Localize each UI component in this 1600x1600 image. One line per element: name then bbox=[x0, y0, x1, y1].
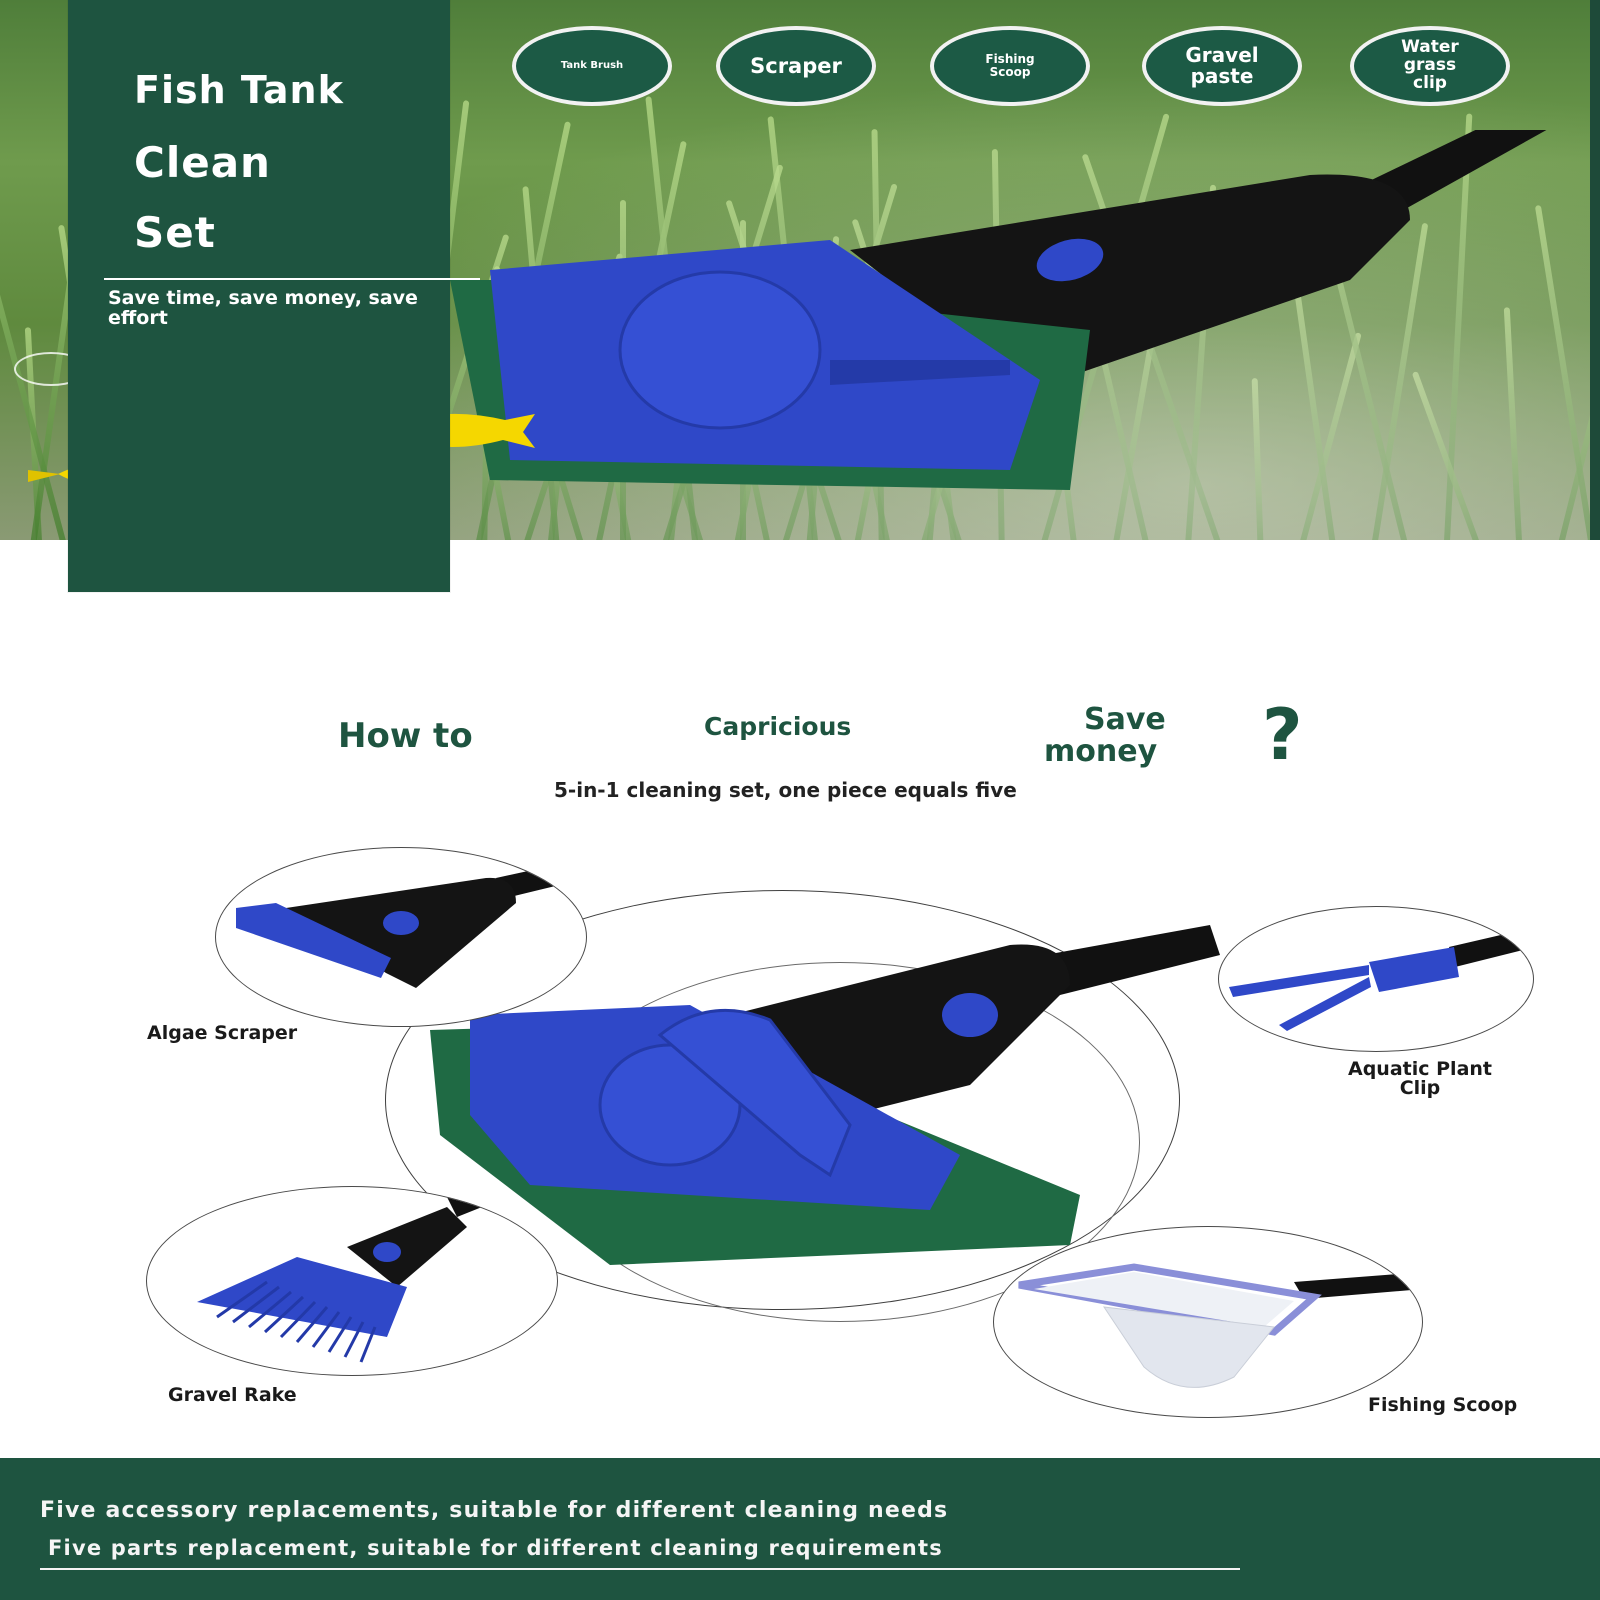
footer-line1: Five accessory replacements, suitable fo… bbox=[40, 1498, 949, 1523]
headline-money: money bbox=[1044, 734, 1158, 769]
badge-scraper: Scraper bbox=[716, 26, 876, 106]
tank-brush-image bbox=[430, 925, 1220, 1265]
rake-tooth bbox=[248, 1290, 292, 1329]
hero-title-line2: Clean bbox=[134, 138, 271, 187]
rake-tooth bbox=[359, 1326, 377, 1363]
algae-scraper-image bbox=[236, 858, 586, 988]
rake-tooth bbox=[263, 1295, 305, 1334]
rake-tooth bbox=[232, 1285, 280, 1324]
rake-tooth bbox=[311, 1311, 341, 1348]
tank-brush-hero-image bbox=[450, 130, 1547, 490]
rake-tooth bbox=[295, 1306, 329, 1343]
footer-line2: Five parts replacement, suitable for dif… bbox=[48, 1536, 943, 1560]
badge-fishing-scoop: Fishing Scoop bbox=[930, 26, 1090, 106]
hero-subtitle: Save time, save money, save effort bbox=[108, 287, 418, 329]
rake-tooth bbox=[279, 1300, 317, 1339]
headline-capricious: Capricious bbox=[704, 712, 852, 741]
hero-title-line1: Fish Tank bbox=[134, 68, 344, 112]
badge-water-grass-clip: Water grass clip bbox=[1350, 26, 1510, 106]
aquatic-plant-clip-label-line1: Aquatic Plant bbox=[1348, 1058, 1492, 1080]
hero-title-line3: Set bbox=[134, 208, 216, 257]
fishing-scoop-image bbox=[1018, 1263, 1422, 1388]
aquatic-plant-clip-label: Aquatic Plant Clip bbox=[1348, 1060, 1492, 1098]
footer-divider bbox=[40, 1568, 1240, 1570]
badge-tank-brush: Tank Brush bbox=[512, 26, 672, 106]
title-panel: Fish Tank Clean Set Save time, save mone… bbox=[68, 0, 480, 592]
gravel-rake-label: Gravel Rake bbox=[168, 1384, 297, 1406]
headline-save: Save bbox=[1084, 702, 1166, 737]
fishing-scoop-circle bbox=[993, 1226, 1423, 1418]
algae-scraper-label: Algae Scraper bbox=[147, 1022, 298, 1044]
rake-tooth bbox=[327, 1316, 353, 1353]
algae-scraper-circle bbox=[215, 847, 587, 1027]
plant-clip-circle bbox=[1218, 906, 1534, 1052]
rake-tooth bbox=[216, 1280, 268, 1319]
gravel-rake-image bbox=[197, 1187, 507, 1363]
title-divider bbox=[104, 278, 480, 280]
aquatic-plant-clip-image bbox=[1229, 927, 1533, 1031]
question-mark: ? bbox=[1262, 694, 1303, 776]
fishing-scoop-label: Fishing Scoop bbox=[1368, 1394, 1518, 1416]
headline-how-to: How to bbox=[338, 716, 473, 756]
aquatic-plant-clip-label-line2: Clip bbox=[1399, 1077, 1441, 1099]
gravel-rake-circle bbox=[146, 1186, 558, 1376]
footer-banner: Five accessory replacements, suitable fo… bbox=[0, 1458, 1600, 1600]
rake-tooth bbox=[343, 1321, 365, 1358]
headline-subtitle: 5-in-1 cleaning set, one piece equals fi… bbox=[554, 778, 1017, 802]
hero-edge bbox=[1590, 0, 1600, 540]
badge-gravel-paste: Gravel paste bbox=[1142, 26, 1302, 106]
